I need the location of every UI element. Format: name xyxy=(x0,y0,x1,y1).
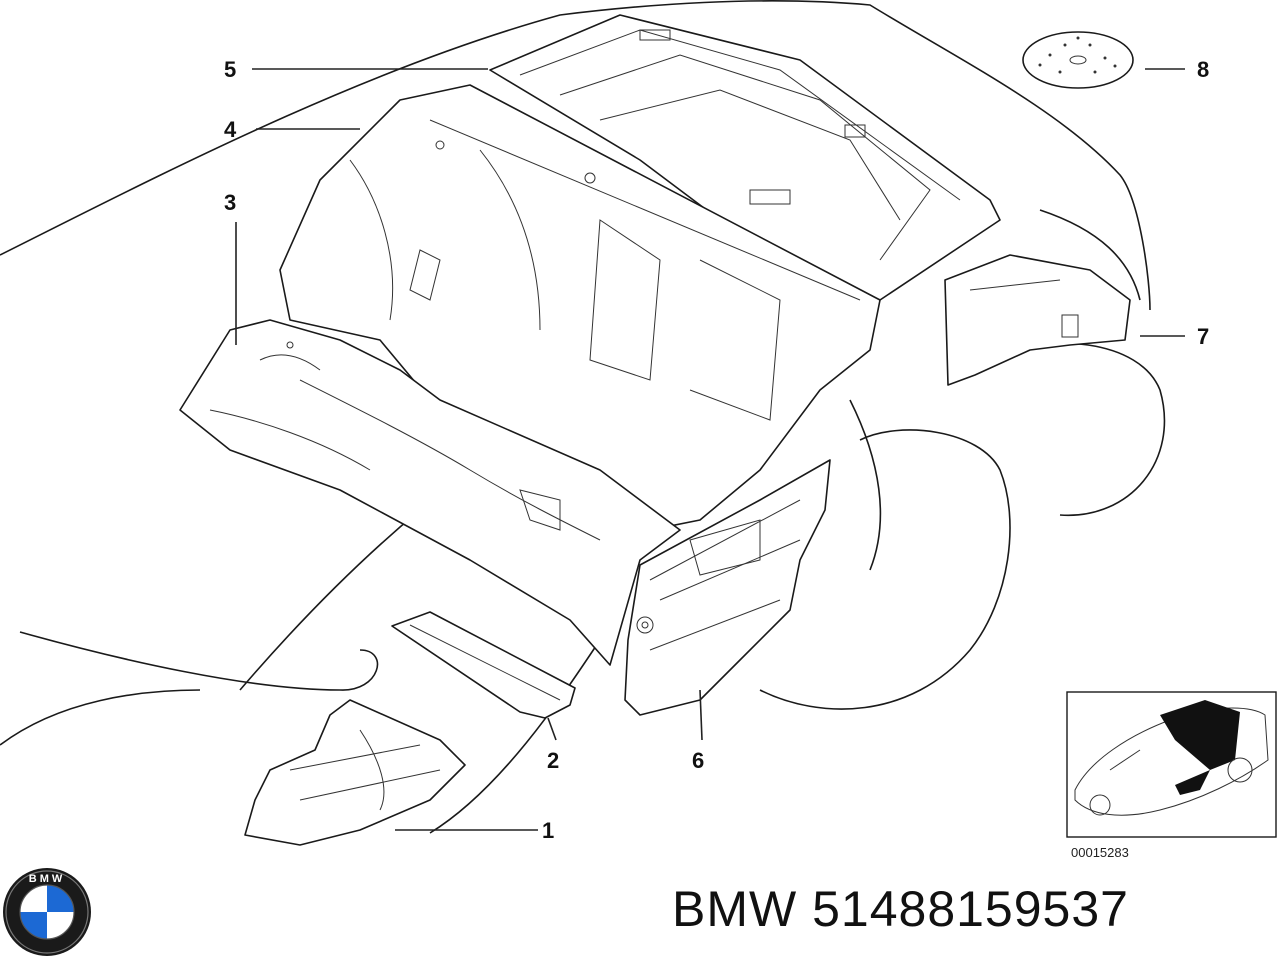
bmw-logo: BMW xyxy=(3,868,91,956)
callout-6: 6 xyxy=(692,748,704,773)
part-6-side-panel-insulation xyxy=(624,459,831,716)
logo-letters: BMW xyxy=(29,873,66,885)
reference-code: 00015283 xyxy=(1071,845,1129,860)
car-body-outline xyxy=(0,0,1166,834)
callout-2: 2 xyxy=(547,748,559,773)
part-7-wheel-arch-insulation xyxy=(944,254,1131,386)
part-number-title: BMW 51488159537 xyxy=(672,881,1129,937)
callout-8: 8 xyxy=(1197,57,1209,82)
part-2-tunnel-insulation xyxy=(391,611,576,719)
part-8-round-pad xyxy=(1022,31,1134,89)
callout-labels: 5 4 3 8 7 2 6 1 xyxy=(224,57,1209,843)
callout-7: 7 xyxy=(1197,324,1209,349)
callout-1: 1 xyxy=(542,818,554,843)
callout-5: 5 xyxy=(224,57,236,82)
leader-lines xyxy=(235,68,1185,831)
inset-thumbnail: 00015283 xyxy=(1066,691,1277,860)
part-1-front-floor-insulation xyxy=(244,699,466,846)
callout-4: 4 xyxy=(224,117,237,142)
part-5-parcel-shelf xyxy=(489,14,1001,301)
callout-3: 3 xyxy=(224,190,236,215)
part-3-floor-insulation xyxy=(179,319,681,666)
